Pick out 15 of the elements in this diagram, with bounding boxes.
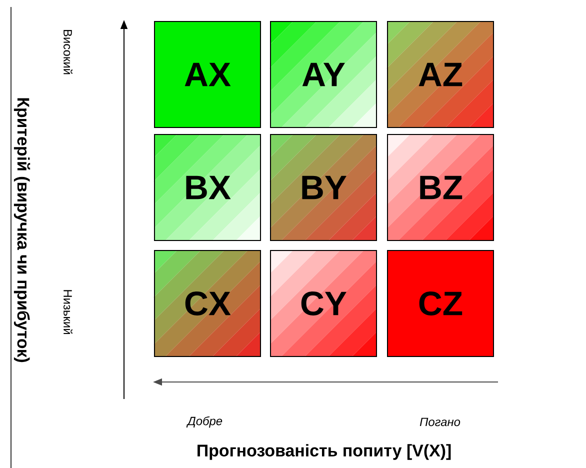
matrix-cell: BZ [387,134,494,241]
axis-title: Прогнозованість попиту [V(X)] [198,444,451,460]
axis-title: Критерій (виручка чи прибуток) [14,98,30,362]
matrix-cell: AZ [387,21,494,128]
matrix-cell: CZ [387,250,494,357]
matrix-cell: CY [270,250,377,357]
axis-label: Низький [64,290,72,334]
matrix-cell: BX [154,134,261,241]
matrix-cell: BY [270,134,377,241]
matrix-cell: AX [154,21,261,128]
axis-label: Високий [64,30,72,74]
matrix-cell: CX [154,250,261,357]
matrix-cell: AY [270,21,377,128]
axis-label: Добре [186,416,222,428]
axis-label: Погано [420,418,460,426]
